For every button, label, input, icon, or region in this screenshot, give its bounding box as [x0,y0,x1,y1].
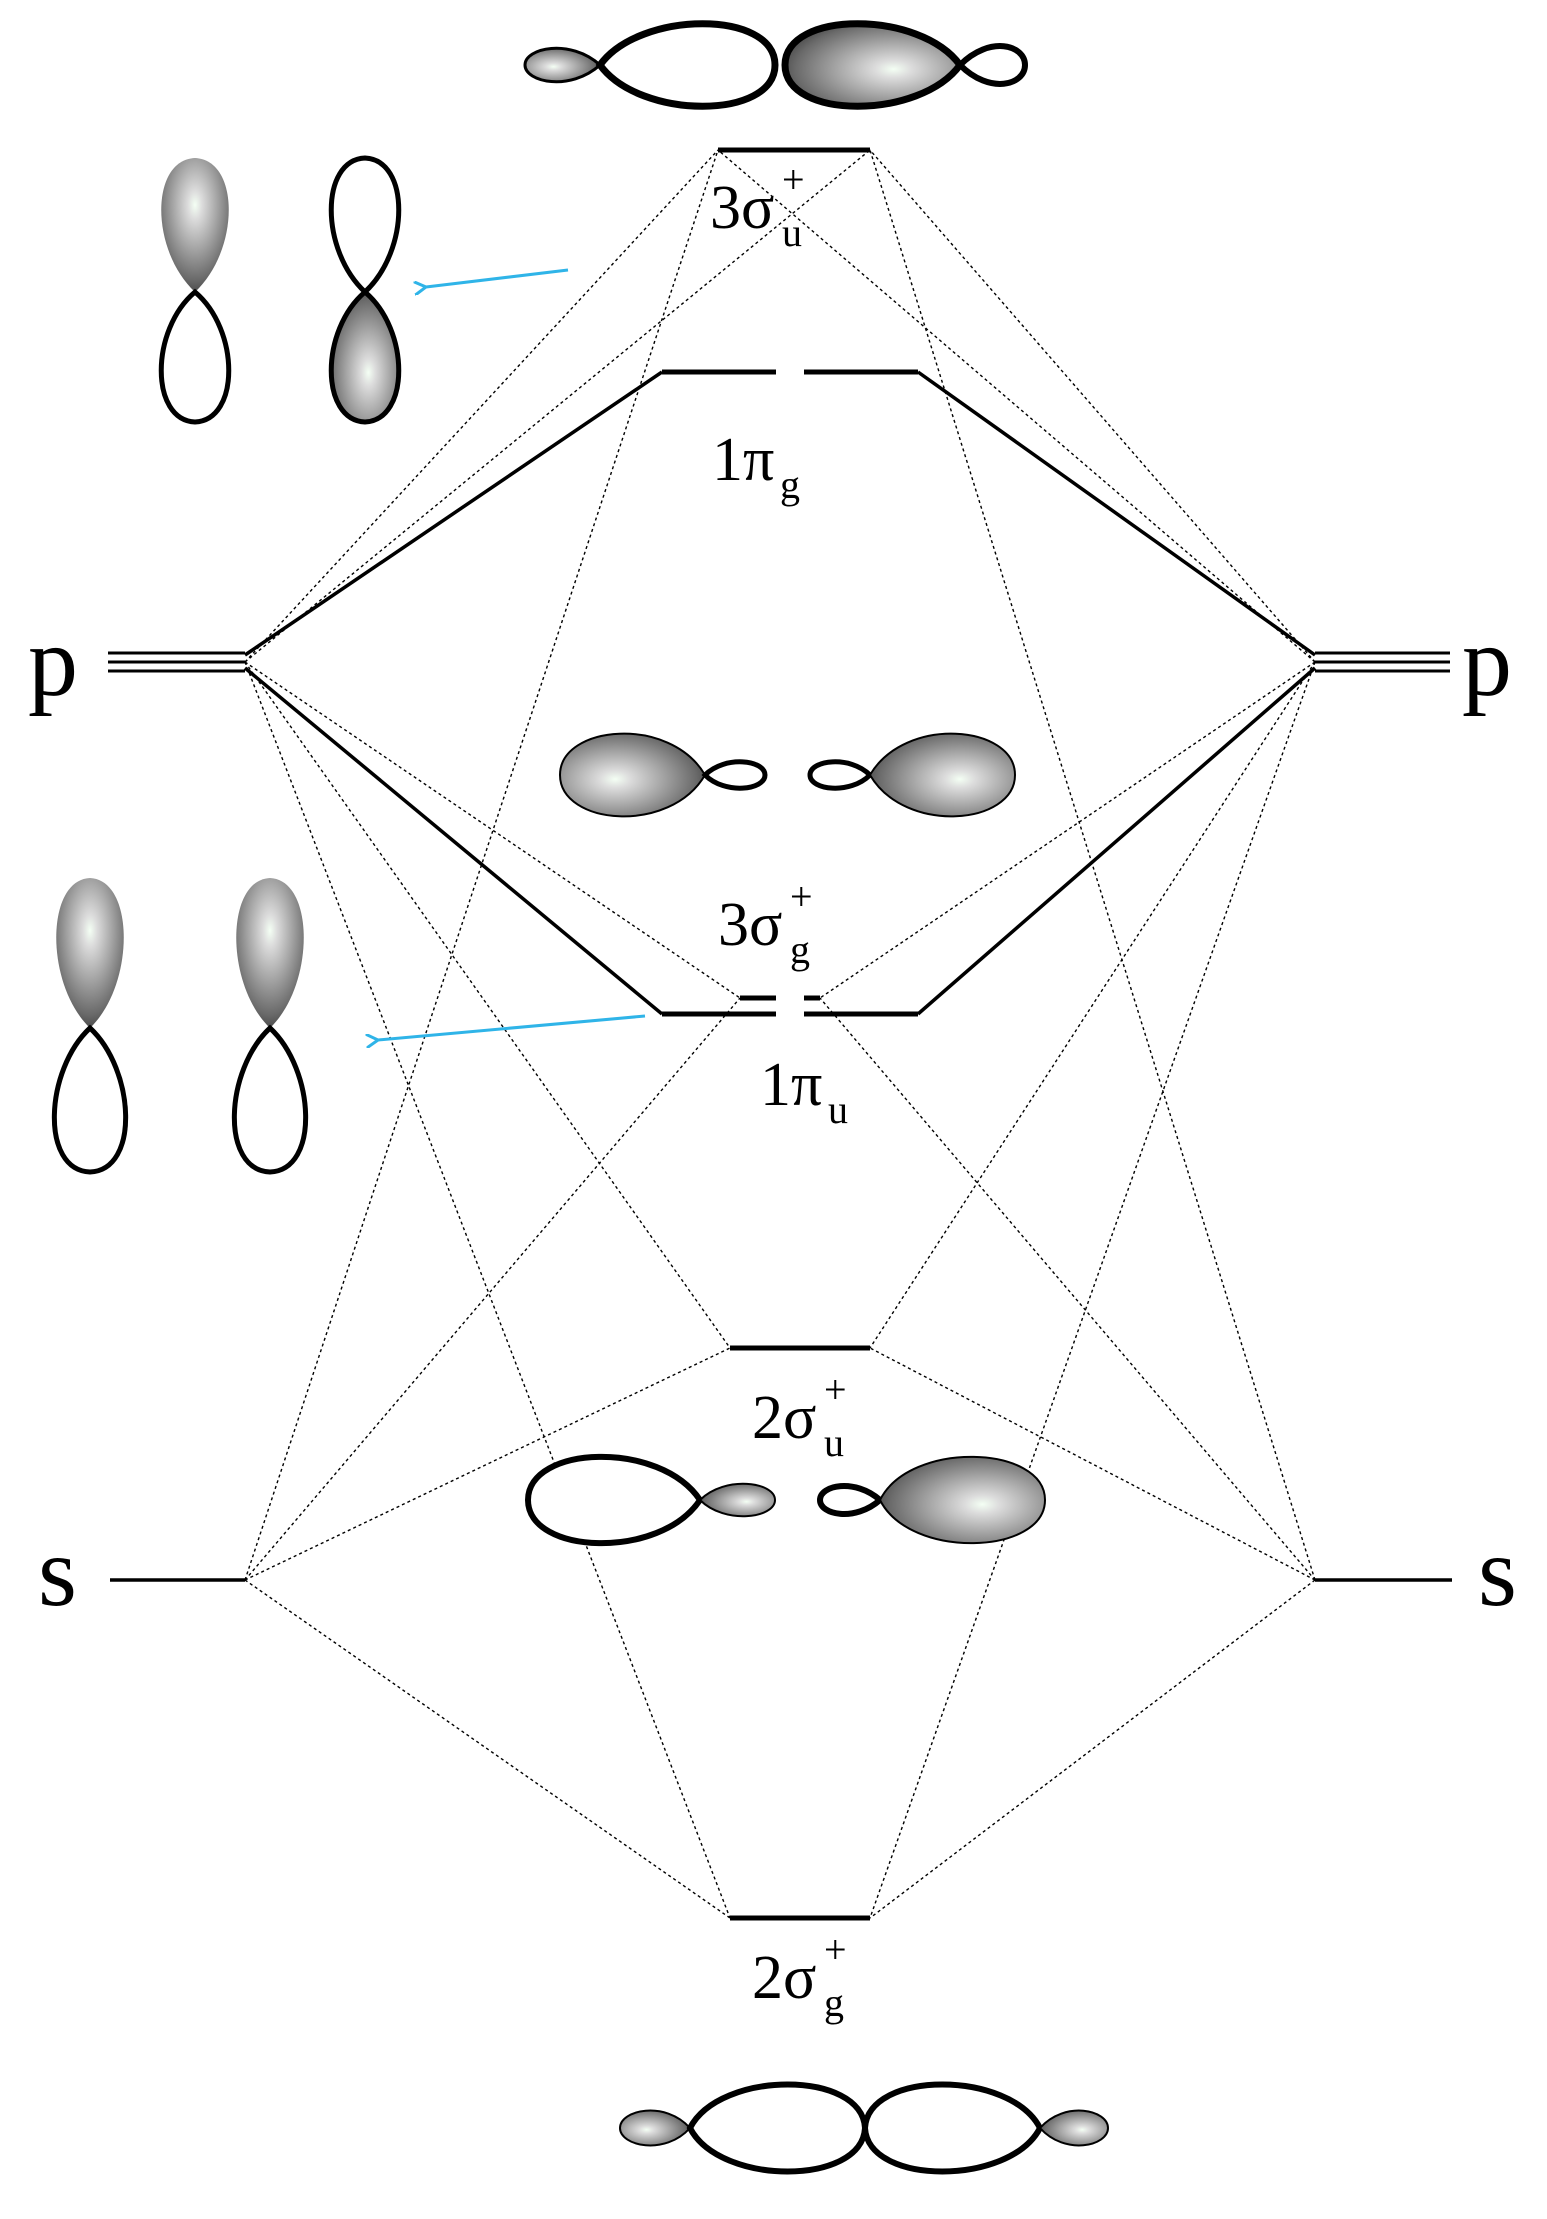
label-3sg-sup: + [790,874,813,919]
corr-line [869,149,1316,1581]
corr-line [244,1579,731,1919]
label-2su-sup: + [824,1367,847,1412]
label-2sg-sup: + [824,1927,847,1972]
label-1pg: 1π g [712,426,800,507]
label-3su: 3σ u + [710,157,805,255]
corr-line [869,149,1316,663]
arrow-1pu-orbital [378,1014,646,1040]
left-p-level [108,651,245,673]
label-2sg-coef: 2 [752,1944,783,2012]
corr-line [819,997,1316,1581]
atomic-levels [108,651,1452,1582]
corr-line [244,149,719,663]
pi-correlation-lines [243,370,1317,1016]
label-2su-sub: u [824,1420,844,1465]
left-s-label: s [38,1516,77,1627]
label-1pu: 1π u [760,1051,848,1132]
label-3sg-coef: 3 [718,891,749,959]
svg-text:2σ: 2σ [752,1944,816,2012]
label-1pg-sub: g [780,462,800,507]
molecular-levels [662,147,918,1921]
label-3su-coef: 3 [710,174,741,242]
correlation-lines [244,149,1316,1919]
corr-line [869,661,1316,1349]
label-2su-coef: 2 [752,1384,783,1452]
orbital-1pu-drawing [51,878,309,1175]
pi-line [244,370,663,657]
left-p-label: p [28,606,78,717]
svg-text:2σ: 2σ [752,1384,816,1452]
pi-line [916,666,1317,1016]
orbital-3su-drawing [523,20,1029,110]
svg-text:1π: 1π [760,1051,822,1119]
label-1pg-symbol: π [743,426,774,494]
right-p-label: p [1462,606,1512,717]
corr-line [717,149,1316,663]
label-1pg-coef: 1 [712,426,743,494]
pi-line [916,370,1317,657]
label-3sg: 3σ g + [718,874,813,972]
svg-text:3σ: 3σ [718,891,782,959]
label-2sg-sub: g [824,1980,844,2025]
label-2sg: 2σ g + [752,1927,847,2025]
label-3sg-sub: g [790,927,810,972]
right-p-level [1315,651,1450,673]
label-2su-symbol: σ [783,1384,816,1452]
label-2sg-symbol: σ [783,1944,816,2012]
arrow-1pg-orbital [426,268,569,287]
label-3su-symbol: σ [741,174,774,242]
corr-line [819,661,1316,999]
corr-line [244,149,871,663]
orbital-2sg-drawing [618,2081,1110,2175]
right-s-label: s [1478,1516,1517,1627]
svg-text:1π: 1π [712,426,774,494]
corr-line [244,661,731,1919]
corr-line [244,997,741,1581]
label-3sg-symbol: σ [749,891,782,959]
label-3su-sup: + [782,157,805,202]
corr-line [244,661,731,1349]
label-1pu-sub: u [828,1087,848,1132]
label-1pu-symbol: π [791,1051,822,1119]
label-2su: 2σ u + [752,1367,847,1465]
corr-line [244,661,741,999]
label-3su-sub: u [782,210,802,255]
orbital-2su-drawing [524,1453,1047,1547]
svg-text:3σ: 3σ [710,174,774,242]
corr-line [869,661,1316,1919]
corr-line [244,1347,731,1581]
corr-line [869,1579,1316,1919]
orbital-3sg-drawing [558,732,1017,818]
pi-line [243,666,664,1016]
orbital-1pg-drawing [158,155,402,425]
label-1pu-coef: 1 [760,1051,791,1119]
